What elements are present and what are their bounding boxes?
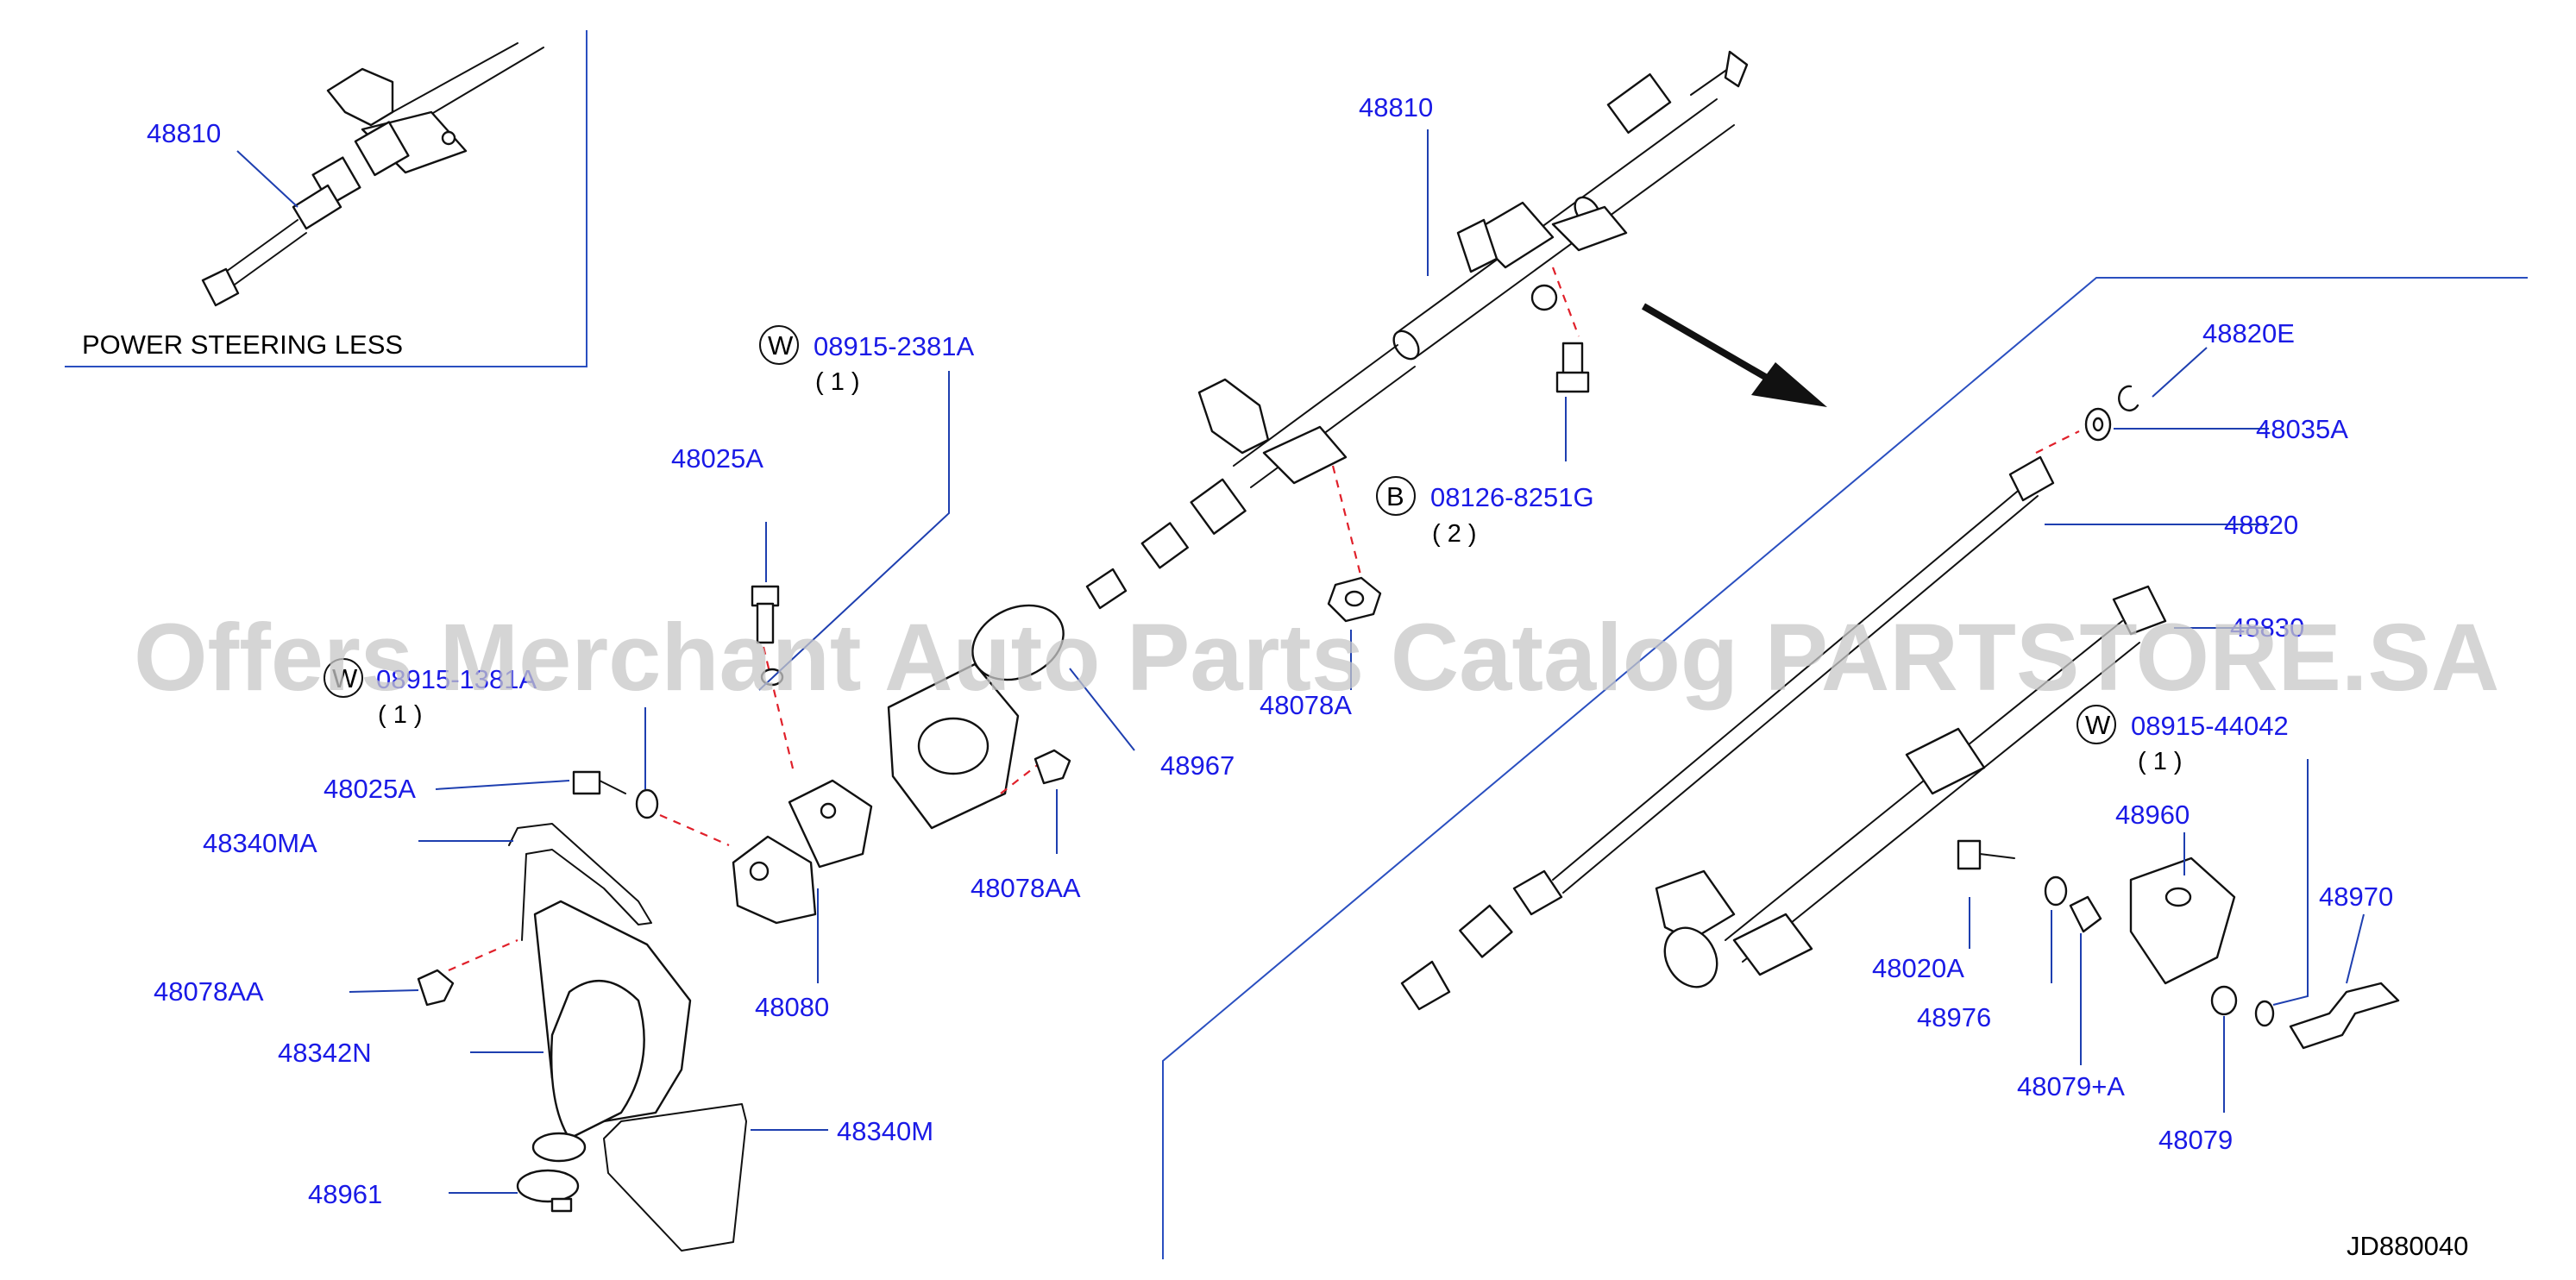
callout-08915-44042: W 08915-44042 ( 1 ) [2077,705,2289,775]
housing-48967 [887,604,1065,830]
joint-48080 [732,779,873,925]
callout-08915-2381A: W 08915-2381A ( 1 ) [759,325,974,396]
clamp-48961 [516,1169,580,1213]
callout-qty: ( 1 ) [378,701,423,729]
diagram-code: JD880040 [2347,1231,2468,1261]
label-48035A: 48035A [2256,414,2348,444]
inset-border [65,30,587,367]
nut-48078A [1327,576,1382,623]
inset-label-48810: 48810 [147,118,221,148]
dash-48035A [2035,430,2080,454]
lower-shaft-48820 [1400,455,2055,1011]
label-48820E: 48820E [2202,318,2295,348]
washer-48970 [2254,1000,2275,1027]
nut-48078AA-left [417,969,455,1007]
washer-48025A-mid [635,788,659,819]
leader-lines [349,129,2365,1194]
watermark-text: Offers Merchant Auto Parts Catalog PARTS… [134,605,2499,711]
label-48078AA-left: 48078AA [154,976,264,1007]
callout-part-number: 08126-8251G [1430,482,1594,512]
label-48080: 48080 [755,992,829,1022]
nut-48078AA-mid [1034,749,1071,785]
seal-48340M [603,1103,747,1252]
direction-arrow [1641,303,1827,407]
label-48810-top: 48810 [1359,92,1433,122]
label-48976: 48976 [1917,1002,1991,1032]
inset-power-steering-less: 48810 POWER STEERING LESS [65,30,587,367]
callout-part-number: 08915-1381A [376,664,537,694]
seal-48340MA [508,823,652,941]
label-48078AA-mid: 48078AA [971,873,1081,903]
label-48078A: 48078A [1260,690,1352,720]
column-tube-48830 [1655,585,2167,988]
label-48967: 48967 [1160,750,1235,781]
inset-caption: POWER STEERING LESS [82,329,403,360]
callout-qty: ( 1 ) [815,368,860,396]
label-48830: 48830 [2230,612,2304,643]
washer-symbol-icon [759,325,799,365]
bracket-48960 [2129,856,2236,985]
callout-part-number: 08915-44042 [2131,711,2289,741]
callout-08126-8251G: B 08126-8251G ( 2 ) [1376,476,1594,548]
label-48025A-top: 48025A [671,443,763,474]
inset-leader [236,150,298,208]
label-48820: 48820 [2224,510,2298,540]
washer-symbol-icon [324,658,363,698]
label-48079A: 48079+A [2017,1071,2125,1101]
label-48025A-mid: 48025A [324,774,416,804]
bolt-symbol-icon [1376,476,1416,516]
right-panel-separator [1162,277,2528,1259]
callout-symbol: B [1386,481,1404,511]
label-48342N: 48342N [278,1038,372,1068]
callout-symbol: W [768,330,794,361]
inset-column-drawing [201,42,544,307]
clip-48820E [2118,385,2139,411]
bolt-08126-8251G [1555,342,1590,393]
callout-symbol: W [2085,710,2111,740]
washer-48976 [2044,875,2068,907]
callout-qty: ( 2 ) [1432,520,1477,548]
dash-48078AA-left [448,938,518,972]
callout-symbol: W [332,663,358,693]
clip-48079A [2069,895,2102,933]
boot-48342N [531,900,692,1163]
label-48961: 48961 [308,1179,382,1209]
bracket-48970 [2289,982,2400,1050]
callout-qty: ( 1 ) [2138,748,2183,775]
label-48970: 48970 [2319,882,2393,912]
callout-08915-1381A: W 08915-1381A ( 1 ) [324,658,537,729]
dash-upper-bolt [1551,267,1580,337]
label-48079: 48079 [2158,1125,2233,1155]
washer-symbol-icon [2077,705,2116,744]
label-48960: 48960 [2115,800,2190,830]
label-48020A: 48020A [1872,953,1964,983]
bolt-48025A-top [751,585,780,644]
bolt-48025A-mid [572,770,626,795]
label-48340M: 48340M [837,1116,933,1146]
dash-48025A-mid [659,813,730,847]
callout-part-number: 08915-2381A [814,331,974,361]
nut-48079 [2210,985,2238,1016]
label-48340MA: 48340MA [203,828,317,858]
bolt-48020A [1957,839,2015,870]
washer-48035A [2084,407,2112,442]
dash-48025A-top [762,646,795,773]
upper-steering-column [1085,50,1749,610]
dash-upper-nut [1331,465,1363,579]
